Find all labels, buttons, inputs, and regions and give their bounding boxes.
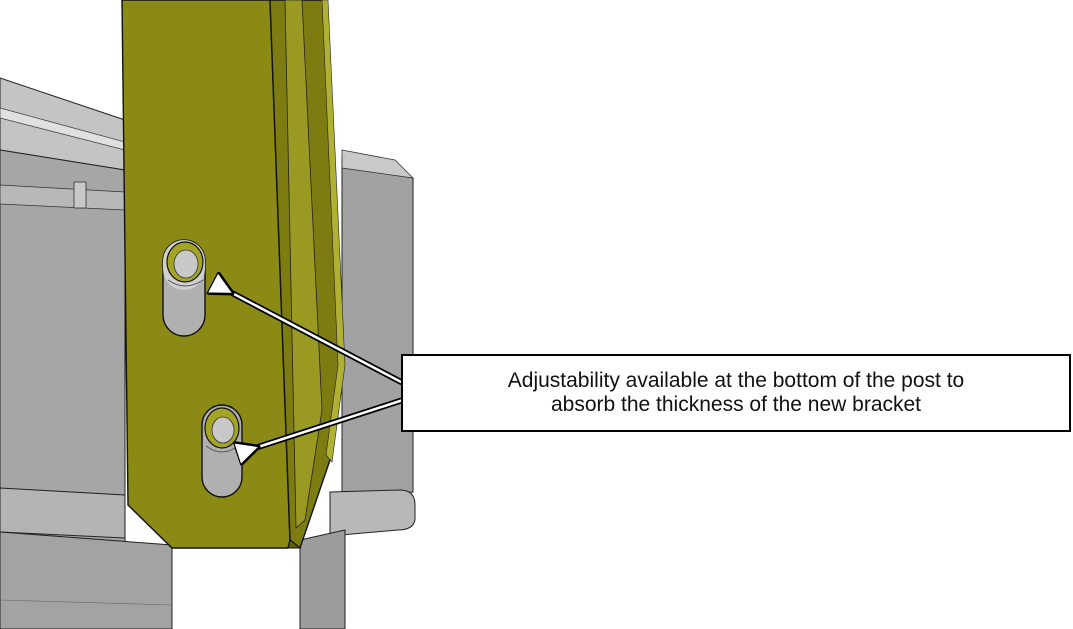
callout-box: Adjustability available at the bottom of… <box>401 354 1071 432</box>
post <box>121 0 346 550</box>
housing-base-right <box>299 529 346 629</box>
housing <box>0 77 416 629</box>
housing-lower-lip <box>0 487 126 539</box>
housing-top-right <box>341 149 415 179</box>
housing-notch <box>73 181 87 209</box>
upper-slot <box>162 239 206 337</box>
callout-line-2: absorb the thickness of the new bracket <box>550 393 922 416</box>
callout-text: Adjustability available at the bottom of… <box>508 369 964 417</box>
housing-body-right <box>341 157 414 499</box>
lower-slot <box>201 404 243 498</box>
post-chamfer <box>287 539 302 549</box>
housing-base <box>0 531 173 629</box>
leader-arrows <box>232 293 405 447</box>
housing-lower-lip-right <box>329 489 416 537</box>
callout-line-1: Adjustability available at the bottom of… <box>507 369 965 392</box>
post-flange-highlight <box>284 0 323 529</box>
